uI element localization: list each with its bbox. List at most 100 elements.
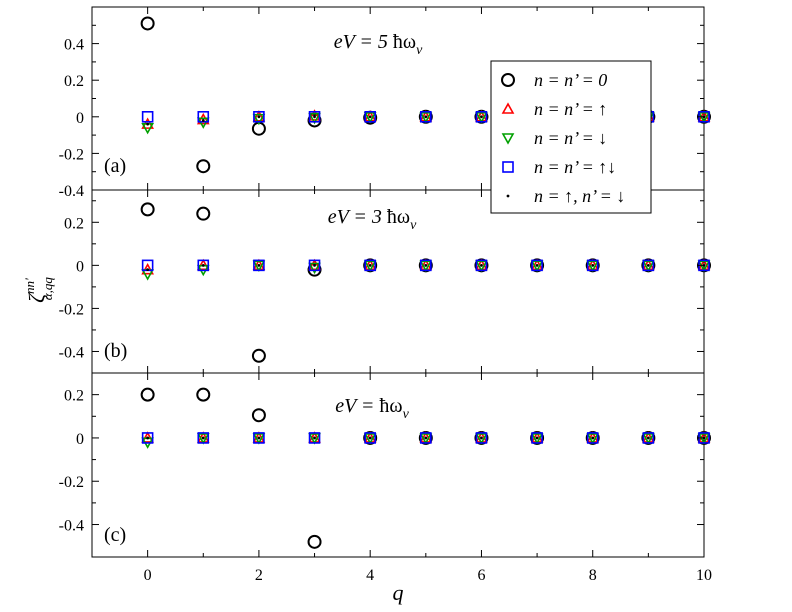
- point-ncross: [591, 263, 595, 267]
- point-nup: [252, 110, 266, 122]
- point-nud: [308, 432, 321, 444]
- point-ncross: [646, 263, 650, 267]
- panel-c-tag: (c): [104, 524, 126, 546]
- panel-c-marks: [140, 387, 711, 549]
- panel-b-marks: [140, 202, 711, 363]
- point-ncross: [535, 436, 539, 440]
- point-ncross: [201, 263, 205, 267]
- point-ndn: [642, 433, 655, 445]
- legend-box: [490, 60, 652, 214]
- point-ndn: [586, 433, 600, 445]
- point-nud: [253, 111, 265, 123]
- point-ndn: [308, 112, 321, 125]
- svg-text:ζnn'α,qq: ζnn'α,qq: [22, 277, 55, 303]
- panel-a-title: eV = 5 ħωv: [334, 31, 423, 58]
- point-nup: [308, 258, 321, 271]
- y-axis-label: ζnn'α,qq: [22, 277, 55, 303]
- legend-entries: n = n’ = 0 n = n’ = ↑ n = n’ = ↓ n = n’ = ↑…: [501, 70, 625, 206]
- point-ndn: [530, 260, 544, 273]
- point-ncross: [368, 436, 372, 440]
- panel-c: 0.20-0.2-0.4 eV = ħωv (c): [59, 372, 711, 558]
- point-ncross: [424, 263, 428, 267]
- legend-label-ncross: n = ↑, n’ = ↓: [534, 186, 625, 206]
- panel-b-ticks: -0.40.20-0.2: [59, 190, 705, 373]
- legend-marker-nud: [502, 161, 514, 173]
- point-nud: [364, 432, 376, 444]
- y-tick-label: 0.2: [64, 215, 84, 232]
- point-ncross: [201, 436, 205, 440]
- point-ndn: [196, 433, 210, 445]
- panel-a-ticks: 0.40.20-0.2-0.4: [59, 7, 705, 200]
- point-ncross: [146, 268, 150, 272]
- legend-marker-ndn: [501, 133, 515, 145]
- x-tick-label: 4: [366, 567, 374, 584]
- point-ndn: [141, 269, 154, 281]
- point-n0: [196, 159, 211, 174]
- point-nup: [141, 431, 154, 443]
- point-ndn: [530, 433, 544, 445]
- y-tick-label: 0: [76, 431, 84, 448]
- point-nud: [141, 432, 154, 444]
- x-tick-label: 10: [696, 567, 712, 584]
- point-ndn: [475, 112, 488, 124]
- point-ndn: [642, 260, 655, 273]
- legend-label-nud: n = n’ = ↑↓: [534, 157, 616, 177]
- point-n0: [251, 348, 266, 363]
- point-ncross: [257, 436, 261, 440]
- point-ndn: [308, 262, 321, 275]
- panel-b: -0.40.20-0.2 eV = 3 ħωv (b): [59, 189, 711, 374]
- y-tick-label: -0.2: [59, 474, 84, 491]
- point-nud: [197, 432, 210, 444]
- legend-label-nup: n = n’ = ↑: [534, 99, 607, 119]
- point-nud: [364, 259, 376, 272]
- y-tick-label: 0: [76, 110, 84, 127]
- y-tick-label: -0.2: [59, 146, 84, 163]
- point-nud: [642, 259, 655, 272]
- point-ndn: [475, 260, 488, 273]
- point-ncross: [424, 436, 428, 440]
- point-ndn: [475, 433, 488, 445]
- point-nud: [475, 111, 488, 123]
- point-ncross: [257, 263, 261, 267]
- legend-marker-n0: [501, 73, 515, 87]
- y-tick-label: 0: [76, 258, 84, 275]
- point-nud: [420, 111, 432, 123]
- point-ndn: [419, 260, 433, 273]
- point-nud: [531, 432, 543, 444]
- point-ndn: [196, 117, 210, 129]
- point-nud: [586, 259, 599, 272]
- point-ncross: [146, 122, 150, 126]
- point-ncross: [535, 263, 539, 267]
- point-n0: [196, 387, 211, 402]
- point-nud: [531, 259, 543, 272]
- point-nud: [364, 111, 376, 123]
- legend-label-n0: n = n’ = 0: [534, 70, 607, 90]
- point-ndn: [252, 433, 266, 445]
- y-tick-label: -0.4: [59, 344, 84, 361]
- point-ndn: [419, 433, 433, 445]
- point-nud: [141, 111, 154, 123]
- point-ncross: [313, 263, 316, 267]
- point-nud: [475, 259, 488, 272]
- point-ncross: [368, 263, 372, 267]
- point-ndn: [308, 433, 321, 445]
- x-axis-label: q: [393, 580, 404, 605]
- point-ncross: [424, 115, 428, 119]
- legend-label-ndn: n = n’ = ↓: [534, 128, 607, 148]
- point-nud: [308, 111, 321, 123]
- x-tick-label: 2: [255, 567, 263, 584]
- panel-b-title: eV = 3 ħωv: [328, 206, 417, 233]
- point-ndn: [363, 112, 377, 124]
- point-ncross: [368, 115, 372, 119]
- point-ncross: [480, 436, 483, 440]
- point-ncross: [313, 436, 316, 440]
- point-nud: [420, 432, 432, 444]
- y-tick-label: -0.4: [59, 183, 84, 200]
- point-nud: [253, 432, 265, 444]
- y-tick-label: 0.2: [64, 388, 84, 405]
- point-ncross: [257, 115, 261, 119]
- y-tick-label: -0.4: [59, 518, 84, 535]
- point-nud: [308, 259, 321, 272]
- point-ndn: [252, 260, 266, 273]
- point-ncross: [591, 436, 595, 440]
